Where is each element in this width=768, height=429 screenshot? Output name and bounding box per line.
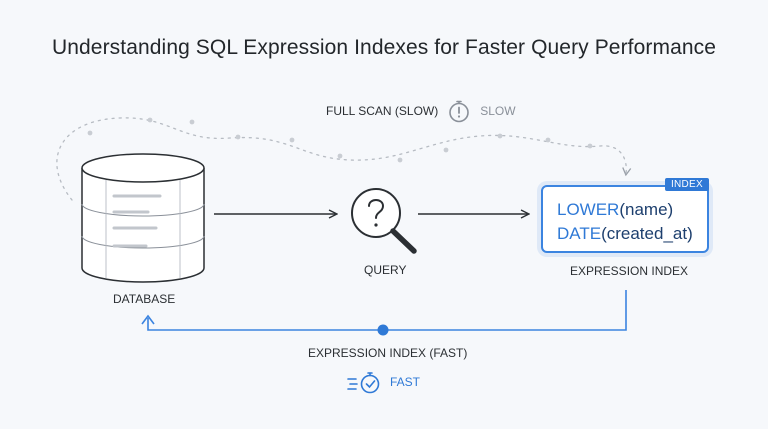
index-expression-function: LOWER	[557, 200, 620, 219]
index-expression-line: DATE(created_at)	[557, 224, 693, 244]
database-label: DATABASE	[113, 292, 176, 306]
index-expression-argument: (created_at)	[601, 224, 693, 243]
index-expression-line: LOWER(name)	[557, 200, 673, 220]
fast-timer-row: FAST	[346, 369, 420, 395]
fast-timer-label: FAST	[390, 375, 421, 389]
database-icon	[81, 153, 205, 283]
full-scan-dots	[87, 117, 593, 163]
slow-timer-label: SLOW	[480, 104, 516, 118]
fast-path-label: EXPRESSION INDEX (FAST)	[308, 346, 468, 360]
magnifier-question-icon	[351, 188, 417, 254]
page-title: Understanding SQL Expression Indexes for…	[51, 36, 717, 59]
fast-path	[147, 290, 627, 331]
expression-index-card: INDEX LOWER(name) DATE(created_at)	[541, 178, 709, 253]
full-scan-label: FULL SCAN (SLOW)	[326, 104, 439, 118]
index-badge: INDEX	[664, 178, 709, 191]
full-scan-path	[56, 117, 632, 201]
full-scan-label-row: FULL SCAN (SLOW) SLOW	[326, 98, 516, 124]
stopwatch-alert-icon	[449, 100, 470, 123]
stopwatch-fast-icon	[347, 372, 380, 394]
index-expression-function: DATE	[557, 224, 602, 243]
index-expression-argument: (name)	[619, 200, 674, 219]
query-label: QUERY	[364, 263, 407, 277]
expression-index-label: EXPRESSION INDEX	[570, 264, 689, 278]
fast-path-node	[377, 324, 389, 336]
